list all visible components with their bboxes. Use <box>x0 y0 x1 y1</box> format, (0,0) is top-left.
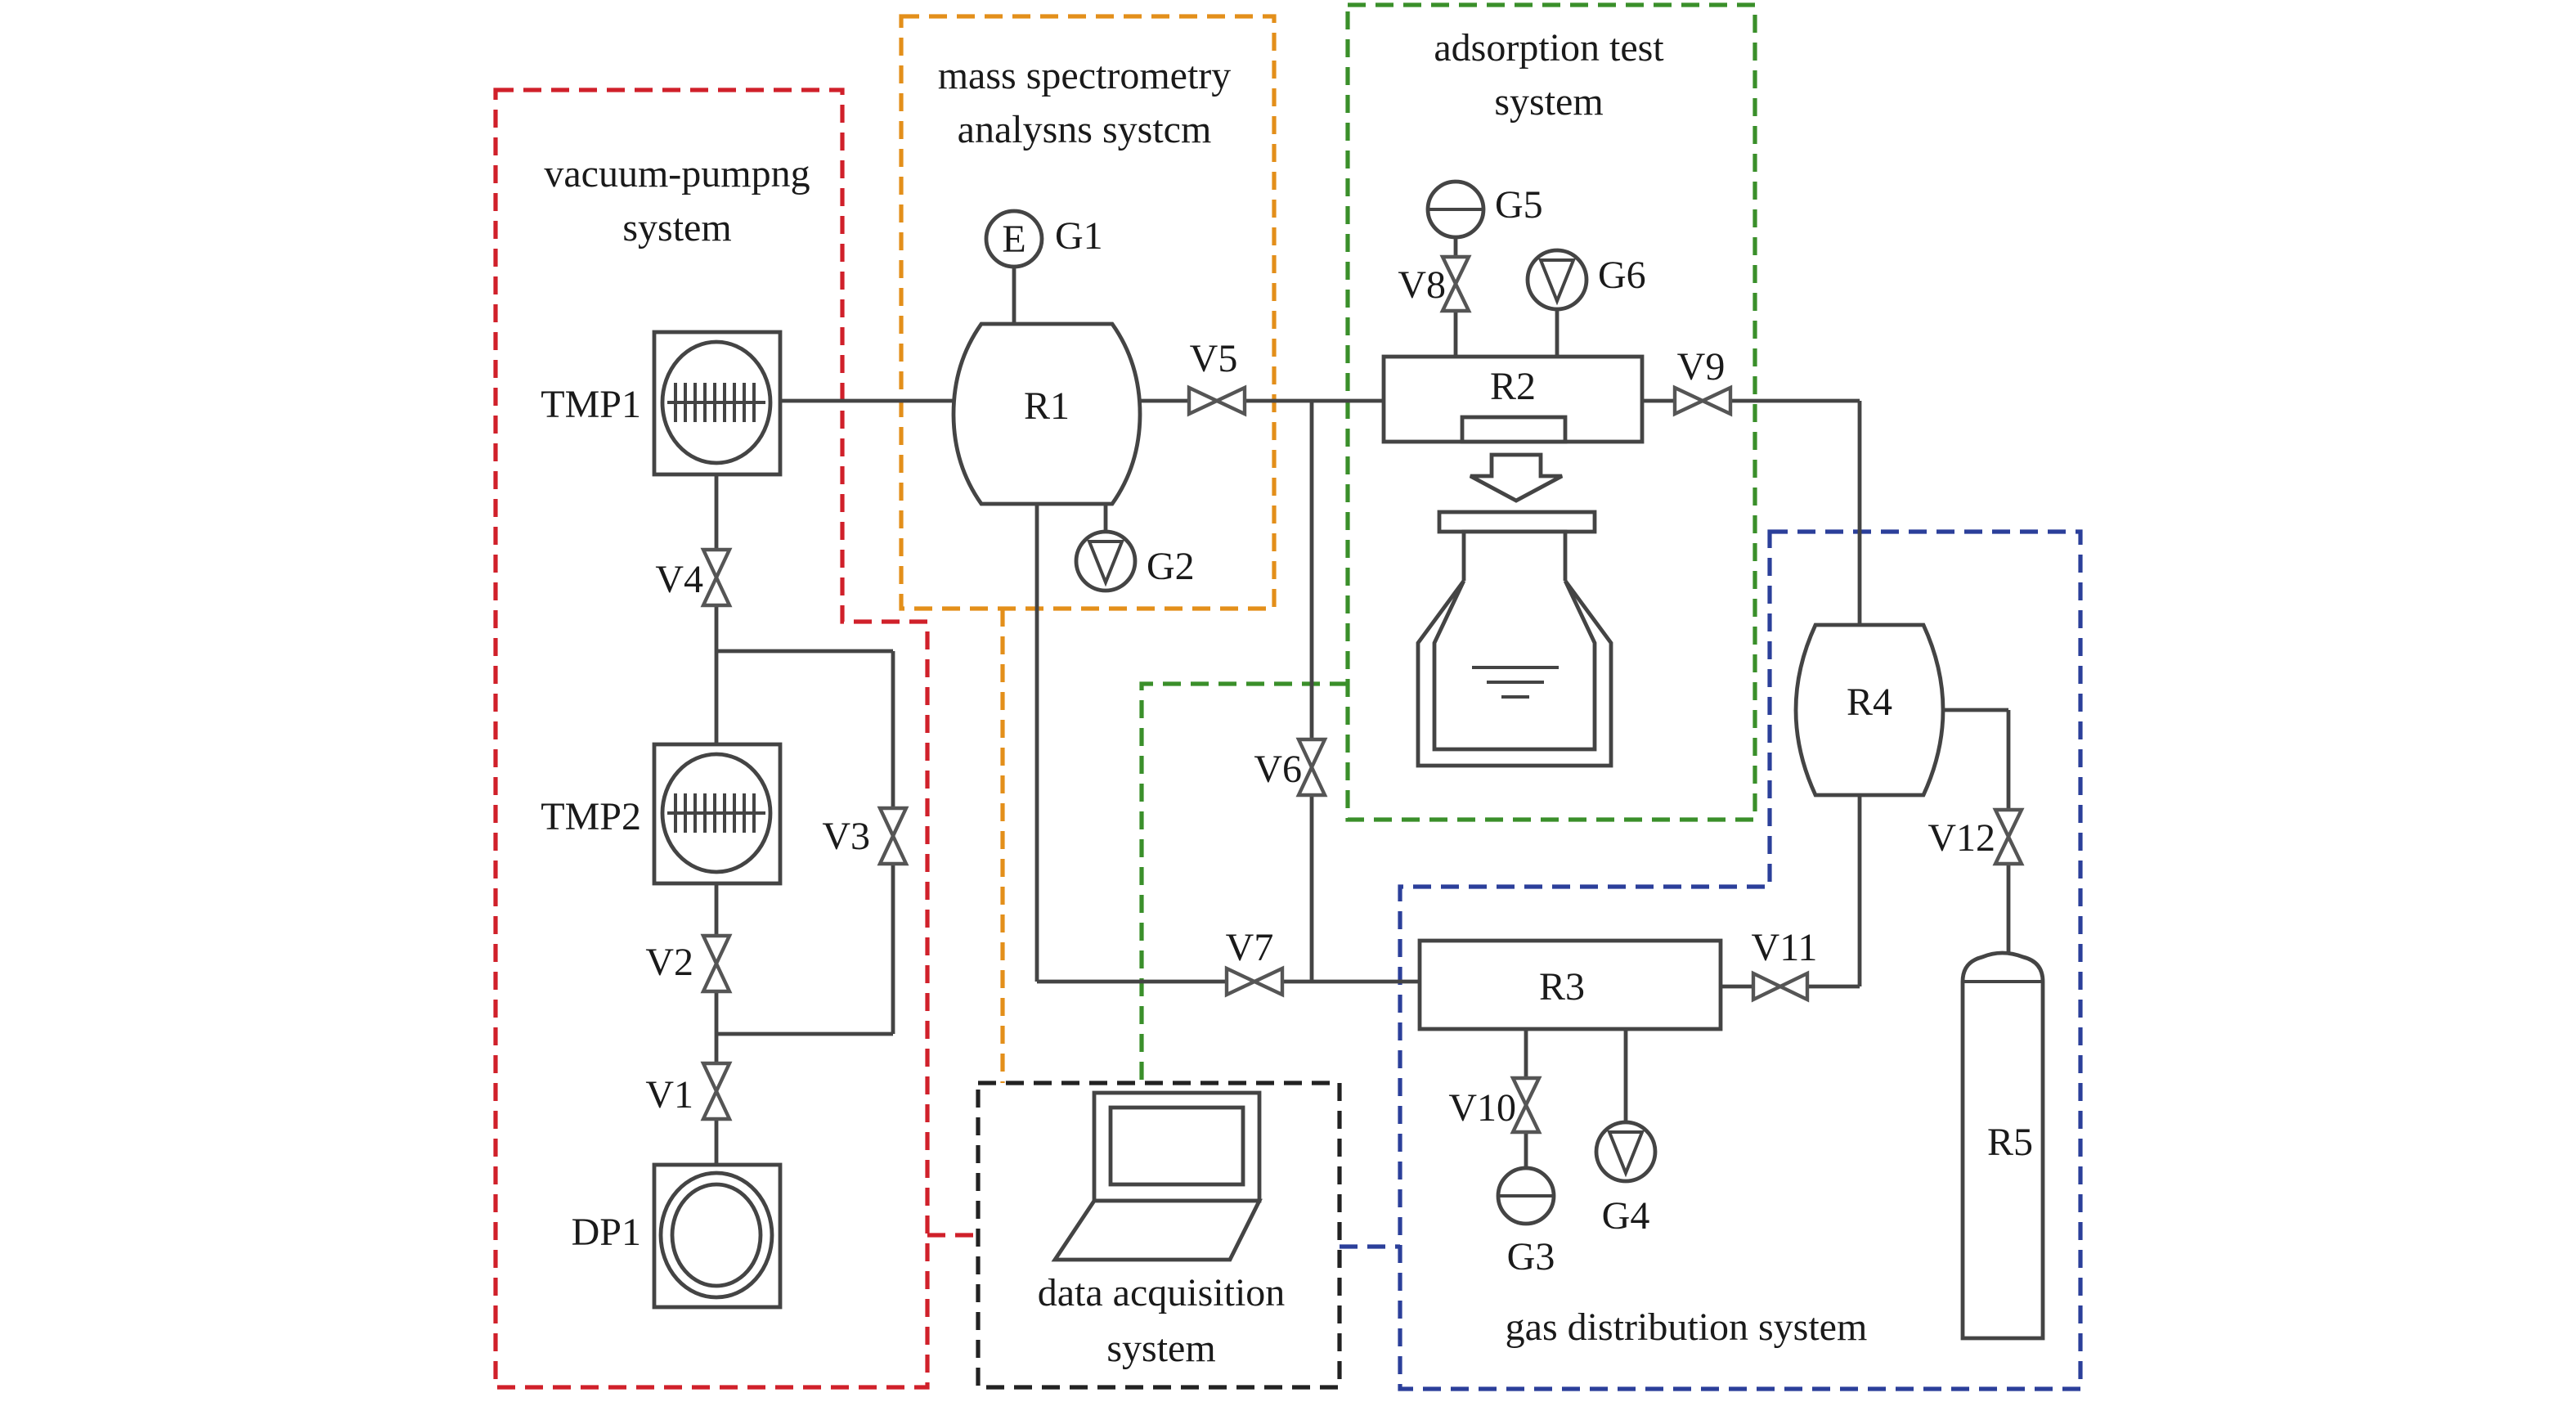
adsorption-flask <box>1416 510 1613 768</box>
g6-label: G6 <box>1598 254 1646 297</box>
laptop-icon <box>1051 1090 1263 1262</box>
g3-gauge <box>1496 1166 1556 1226</box>
g2-label: G2 <box>1147 545 1195 588</box>
v1-label: V1 <box>645 1073 693 1117</box>
v3-valve[interactable] <box>877 806 909 866</box>
g2-gauge <box>1074 529 1138 593</box>
r5-label: R5 <box>1987 1121 2033 1164</box>
adsorption-label-line2: system <box>1494 80 1603 124</box>
v4-label: V4 <box>655 558 703 601</box>
v10-valve[interactable] <box>1510 1076 1542 1135</box>
v5-label: V5 <box>1190 337 1238 380</box>
v7-valve[interactable] <box>1224 965 1285 998</box>
adsorption-system-boundary <box>1345 2 1757 822</box>
v6-valve[interactable] <box>1295 737 1328 798</box>
v2-label: V2 <box>645 941 693 984</box>
vacuum-system-label-line2: system <box>622 206 731 249</box>
r2-label: R2 <box>1490 365 1536 408</box>
r1-label: R1 <box>1024 384 1070 428</box>
g6-gauge <box>1525 248 1589 312</box>
r5-gas-cylinder <box>1960 950 2045 1341</box>
tmp1-turbo-pump <box>652 330 783 477</box>
data-acquisition-boundary <box>976 1081 1342 1390</box>
dp1-diffusion-pump <box>652 1162 783 1310</box>
r4-label: R4 <box>1847 681 1892 724</box>
v1-valve[interactable] <box>700 1061 733 1121</box>
v7-label: V7 <box>1226 926 1274 969</box>
v12-valve[interactable] <box>1992 807 2025 866</box>
g5-gauge <box>1425 179 1486 240</box>
down-arrow-icon <box>1469 452 1564 503</box>
tmp2-turbo-pump <box>652 742 783 886</box>
g1-gauge <box>984 209 1044 269</box>
v12-label: V12 <box>1928 816 1995 860</box>
g1-label: G1 <box>1055 214 1103 258</box>
vacuum-system-boundary <box>493 88 930 1390</box>
mass-spec-label-line1: mass spectrometry <box>938 54 1232 97</box>
adsorption-to-daq-link <box>1139 681 1348 1083</box>
tmp2-label: TMP2 <box>541 795 641 838</box>
g4-label: G4 <box>1602 1194 1650 1238</box>
r1-chamber <box>951 321 1142 506</box>
r3-chamber <box>1417 938 1723 1031</box>
mass-spec-label-line2: analysns systcm <box>958 108 1212 151</box>
daq-label-line2: system <box>1106 1327 1215 1370</box>
v11-valve[interactable] <box>1751 970 1810 1003</box>
v10-label: V10 <box>1448 1086 1516 1130</box>
v9-label: V9 <box>1677 345 1726 389</box>
mass-spec-system-boundary <box>899 14 1277 611</box>
v4-valve[interactable] <box>700 547 733 608</box>
v11-label: V11 <box>1752 926 1818 969</box>
g4-gauge <box>1594 1120 1658 1184</box>
gas-distribution-label: gas distribution system <box>1506 1305 1868 1349</box>
g3-label: G3 <box>1507 1235 1555 1278</box>
v6-label: V6 <box>1254 748 1302 791</box>
r2-sample-holder <box>1460 415 1568 444</box>
v8-label: V8 <box>1398 263 1446 307</box>
r4-vessel <box>1793 622 1945 798</box>
v9-valve[interactable] <box>1672 384 1733 417</box>
v3-label: V3 <box>822 815 870 858</box>
gas-distribution-boundary <box>1398 529 2083 1391</box>
g5-label: G5 <box>1495 183 1543 227</box>
v8-valve[interactable] <box>1439 254 1472 313</box>
dp1-label: DP1 <box>572 1211 641 1254</box>
v5-valve[interactable] <box>1187 384 1247 417</box>
r3-label: R3 <box>1539 965 1585 1009</box>
tmp1-label: TMP1 <box>541 383 641 426</box>
vacuum-system-label-line1: vacuum-pumpng <box>544 152 810 195</box>
g1-symbol: E <box>1002 218 1025 261</box>
daq-label-line1: data acquisition <box>1038 1271 1286 1314</box>
adsorption-label-line1: adsorption test <box>1434 26 1664 70</box>
v2-valve[interactable] <box>700 933 733 994</box>
